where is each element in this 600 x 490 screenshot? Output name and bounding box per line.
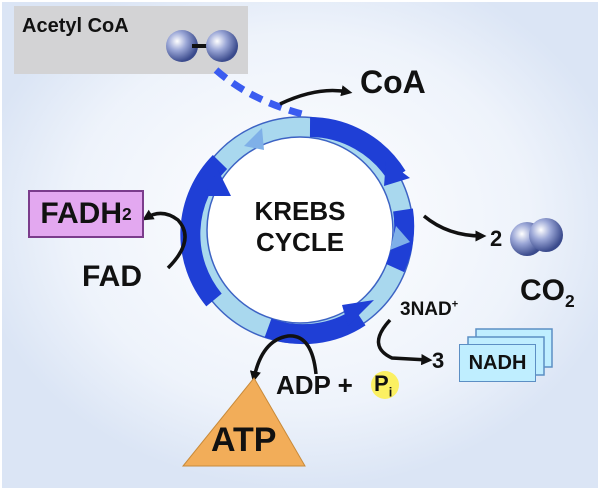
pi-letter: P bbox=[374, 371, 389, 396]
ring-arrowhead-light-right bbox=[390, 226, 410, 250]
coa-release-arrow bbox=[279, 85, 353, 106]
ring-segment-left bbox=[180, 154, 228, 307]
co2-count-label: 2 bbox=[490, 226, 503, 251]
atp-label: ATP bbox=[211, 421, 277, 459]
co2-arrow bbox=[422, 214, 487, 242]
nad-base: 3NAD bbox=[400, 299, 452, 320]
co2-subscript: 2 bbox=[565, 291, 575, 311]
co2-molecule-icon bbox=[510, 218, 563, 256]
ring-arrowhead-right bbox=[384, 160, 410, 186]
co2-base: CO bbox=[520, 274, 565, 307]
nadh-label: NADH bbox=[468, 351, 527, 374]
acetyl-coa-label: Acetyl CoA bbox=[22, 15, 129, 37]
acetyl-molecule-icon bbox=[166, 30, 238, 62]
co2-label: CO2 bbox=[520, 274, 575, 310]
pi-label: Pi bbox=[374, 371, 392, 399]
ring-arrowhead-left bbox=[204, 170, 231, 196]
adp-plus-pi-label: ADP + bbox=[276, 372, 353, 398]
nad-to-nadh-arrow bbox=[376, 318, 433, 366]
nadh-count-label: 3 bbox=[432, 348, 445, 373]
pi-circle bbox=[371, 371, 399, 399]
fadh2-base: FADH bbox=[40, 197, 122, 230]
krebs-cycle-line2: CYCLE bbox=[255, 227, 345, 257]
krebs-cycle-title: KREBS CYCLE bbox=[240, 196, 360, 258]
fad-to-fadh2-arrow bbox=[142, 209, 187, 270]
nad-label: 3NAD+ bbox=[400, 298, 459, 320]
ring-arrowhead-bottom-right bbox=[342, 300, 374, 326]
nad-superscript: + bbox=[451, 298, 459, 311]
nadh-box: NADH bbox=[459, 344, 536, 382]
pi-subscript: i bbox=[388, 384, 393, 400]
acetyl-entry-dashed-line bbox=[213, 67, 303, 118]
adp-text: ADP + bbox=[276, 370, 353, 400]
fad-label: FAD bbox=[82, 260, 142, 293]
krebs-ring-outline-inner bbox=[206, 136, 394, 324]
coa-label: CoA bbox=[360, 64, 426, 100]
adp-to-atp-arrow bbox=[249, 334, 318, 383]
krebs-cycle-line1: KREBS bbox=[254, 196, 346, 226]
atp-triangle bbox=[181, 377, 306, 467]
ring-arrowhead-light-top bbox=[244, 128, 264, 150]
